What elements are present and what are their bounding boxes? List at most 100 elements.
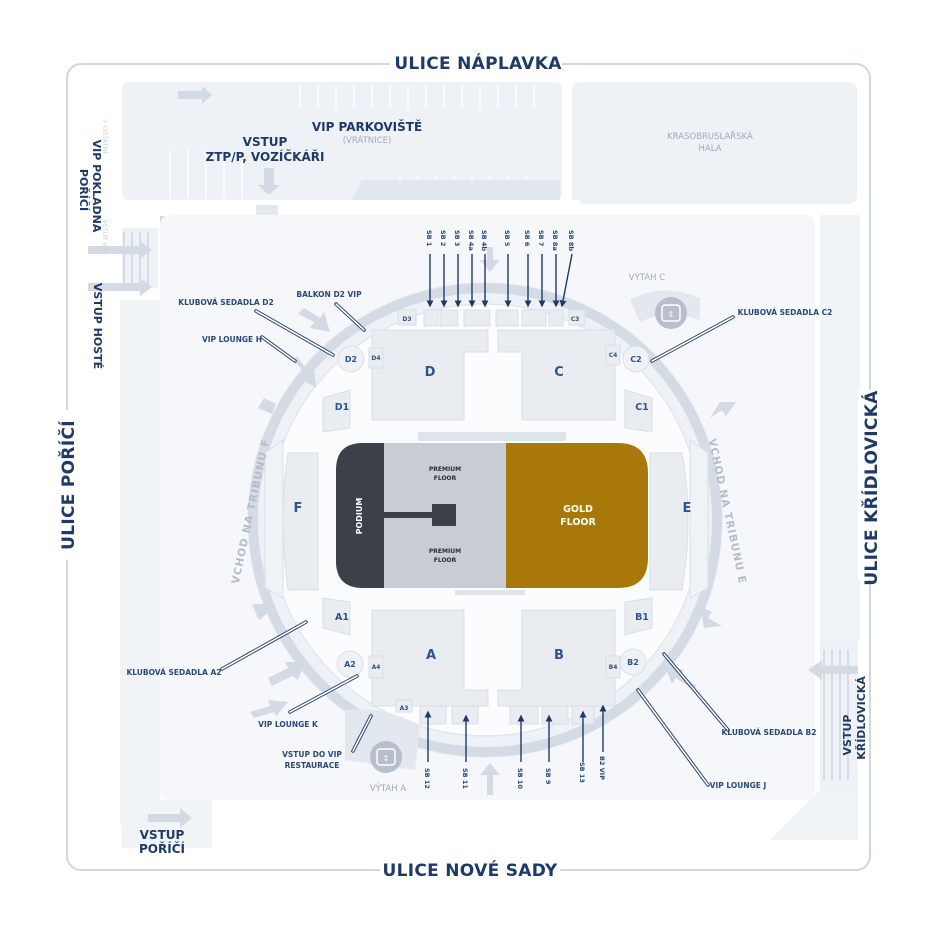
elevator-a: ↕	[345, 709, 420, 773]
tribunes	[264, 309, 709, 725]
section-f-label: F	[294, 501, 303, 516]
callout-vip-restaurant-2: RESTAURACE	[285, 761, 340, 770]
gold-floor-label-1: GOLD	[563, 504, 593, 515]
callout-club-c2: KLUBOVÁ SEDADLA C2	[738, 308, 833, 317]
callout-leaders-inner	[221, 303, 734, 786]
podium-stage-b	[432, 504, 456, 526]
section-b1-block	[624, 597, 653, 636]
entry-porici-1: VSTUP	[140, 828, 185, 842]
skybox-top-labels: SB 1 SB 2 SB 3 SB 4a SB 4b SB 5 SB 6 SB …	[425, 230, 575, 251]
entry-porici-2: POŘÍČÍ	[139, 841, 186, 856]
callout-vip-restaurant-1: VSTUP DO VIP	[282, 750, 342, 759]
street-east: ULICE KŘÍDLOVICKÁ	[860, 390, 882, 586]
premium-floor-label-1b: FLOOR	[434, 475, 457, 482]
callout-vip-lounge-k: VIP LOUNGE K	[258, 720, 319, 729]
elevator-c-label: VÝTAH C	[629, 271, 665, 283]
callout-club-b2: KLUBOVÁ SEDADLA B2	[722, 728, 817, 737]
svg-text:↕: ↕	[668, 310, 675, 319]
flow-arrows	[88, 86, 858, 828]
section-b-block	[497, 609, 616, 707]
guest-entry-label: VSTUP HOSTÉ	[91, 283, 104, 369]
gold-floor-label-2: FLOOR	[560, 517, 596, 528]
skybox-label: SB 9	[544, 768, 552, 785]
skybox-label: SB 1	[425, 230, 433, 247]
porici-plaza	[122, 800, 212, 848]
skybox-label: SB 4a	[467, 230, 475, 251]
section-b4-label: B4	[609, 664, 618, 671]
podium-label: PODIUM	[355, 498, 364, 535]
section-a2-label: A2	[344, 660, 356, 669]
section-b1-label: B1	[635, 612, 649, 623]
skybox-label: SB 4b	[480, 230, 488, 251]
section-c1-block	[624, 389, 653, 433]
section-a-block	[371, 609, 489, 707]
section-a1-label: A1	[335, 612, 349, 623]
skybox-label: SB 11	[461, 768, 469, 789]
skating-hall	[572, 82, 857, 204]
premium-floor-label-2b: FLOOR	[434, 557, 457, 564]
callout-club-a2: KLUBOVÁ SEDADLA A2	[126, 668, 221, 677]
elevator-a-label: VÝTAH A	[370, 782, 406, 794]
vip-box-office-1: VIP POKLADNA	[90, 140, 103, 233]
skybox-label: SB 10	[516, 768, 524, 789]
street-north: ULICE NÁPLAVKA	[394, 52, 562, 74]
skybox-label: SB 2	[439, 230, 447, 246]
section-c2-label: C2	[630, 355, 641, 364]
section-d-label: D	[425, 365, 436, 380]
skybox-label: SB 8a	[551, 230, 559, 251]
arena-floor	[336, 443, 648, 588]
section-e-label: E	[683, 501, 692, 516]
premium-floor-label-1a: PREMIUM	[429, 466, 461, 473]
section-b2-label: B2	[627, 658, 639, 667]
faded-label-2: VSTUP VIP	[101, 219, 109, 253]
callout-club-d2: KLUBOVÁ SEDADLA D2	[178, 298, 273, 307]
skybox-label: SB 13	[578, 762, 586, 783]
section-d4-label: D4	[371, 355, 380, 362]
callout-vip-lounge-j: VIP LOUNGE J	[710, 781, 767, 790]
section-d1-label: D1	[335, 402, 350, 413]
section-labels: D C A B F E D1 C1 A1 B1 D2 C2 A2 B2 D4 C…	[294, 316, 692, 712]
skybox-label: SB 6	[523, 230, 531, 247]
elevator-c: ↕	[630, 290, 700, 329]
east-walkway	[770, 215, 860, 840]
section-a1-block	[322, 597, 351, 636]
skybox-label: SB 7	[537, 230, 545, 246]
podium-runway	[384, 512, 436, 518]
section-f-block	[282, 452, 319, 591]
skating-hall-label-2: HALA	[699, 144, 722, 154]
faded-label-1: + OSTATNÍ	[101, 119, 110, 154]
section-c-label: C	[554, 365, 564, 380]
street-south: ULICE NOVÉ SADY	[383, 859, 558, 881]
vip-parking-sub: (VRÁTNICE)	[343, 134, 392, 146]
section-c3-label: C3	[571, 316, 580, 323]
section-d2-label: D2	[345, 355, 357, 364]
podium-area	[336, 443, 384, 588]
vip-parking-label: VIP PARKOVIŠTĚ	[312, 119, 422, 134]
skating-hall-label-1: KRASOBRUSLAŘSKÁ	[667, 130, 753, 142]
entry-kridlovicka-1: VSTUP	[841, 715, 854, 756]
entry-kridlovicka-2: KŘÍDLOVICKÁ	[855, 676, 868, 760]
section-c-block	[497, 329, 616, 421]
section-d-block	[371, 329, 489, 421]
indicator-arrows	[424, 253, 607, 762]
callout-vip-lounge-h: VIP LOUNGE H	[202, 335, 262, 344]
section-c4-label: C4	[609, 352, 618, 359]
street-west: ULICE POŘÍČÍ	[57, 420, 79, 550]
section-a4-label: A4	[372, 664, 381, 671]
entry-ztp-label-1: VSTUP	[243, 135, 288, 149]
west-walkway	[120, 228, 160, 825]
skybox-label: SB 5	[503, 230, 511, 247]
skybox-bottom-labels: SB 12 SB 11 SB 10 SB 9 SB 13 B2 VIP	[423, 756, 606, 789]
top-grounds	[120, 82, 857, 230]
section-c1-label: C1	[635, 402, 649, 413]
premium-floor-label-2a: PREMIUM	[429, 548, 461, 555]
section-d3-label: D3	[402, 316, 411, 323]
svg-text:↕: ↕	[383, 754, 390, 763]
section-b-label: B	[554, 648, 564, 663]
skybox-label: SB 12	[423, 768, 431, 789]
section-d1-block	[322, 389, 351, 433]
skybox-label: B2 VIP	[598, 756, 606, 780]
section-a3-label: A3	[400, 705, 409, 712]
section-a-label: A	[426, 648, 436, 663]
